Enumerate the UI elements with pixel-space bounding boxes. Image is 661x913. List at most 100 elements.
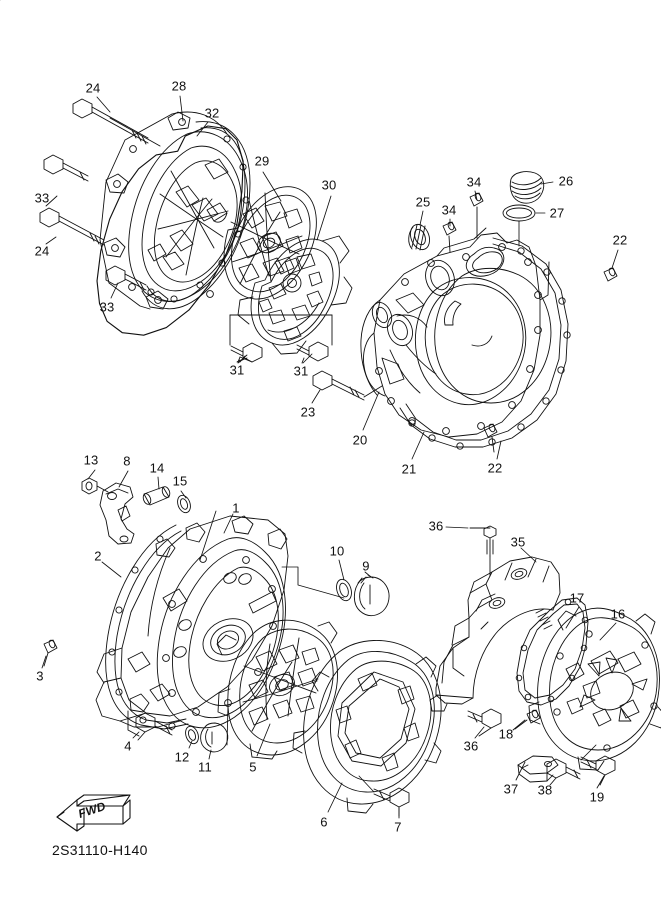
part-18-dowel	[514, 709, 541, 730]
part-38-bolt	[546, 758, 581, 786]
callout-number-18: 18	[498, 726, 514, 742]
part-9-cap	[353, 576, 390, 617]
part-6-fan-ring	[292, 640, 442, 814]
callout-number-36: 36	[463, 738, 479, 754]
callout-number-16: 16	[610, 606, 626, 622]
part-24-bolt-upper	[72, 98, 161, 147]
callout-number-34: 34	[441, 202, 457, 218]
part-34-dowel-left	[442, 221, 457, 253]
callout-number-31: 31	[229, 362, 245, 378]
part-31-bolts	[229, 314, 333, 364]
callout-number-12: 12	[174, 749, 190, 765]
callout-number-28: 28	[171, 78, 187, 94]
leader-lines-16-17	[565, 606, 617, 641]
leader-lines-31	[238, 353, 313, 364]
leader-line-30	[316, 195, 332, 241]
callout-number-32: 32	[204, 105, 220, 121]
callout-number-37: 37	[503, 781, 519, 797]
callout-number-10: 10	[329, 543, 345, 559]
leader-line-23	[311, 389, 321, 404]
callout-number-25: 25	[415, 194, 431, 210]
leader-lines-18-37-38-19	[512, 719, 605, 789]
callout-number-8: 8	[123, 453, 131, 469]
callout-number-22: 22	[487, 460, 503, 476]
callout-number-26: 26	[558, 173, 574, 189]
leader-lines-13-8-14-15	[87, 469, 187, 499]
part-24-bolt-lower	[39, 207, 105, 246]
callout-number-24: 24	[85, 80, 101, 96]
callout-number-20: 20	[352, 432, 368, 448]
part-28-clutch-cover-assembly	[96, 111, 251, 336]
callout-number-2: 2	[94, 548, 102, 564]
callout-number-24: 24	[34, 243, 50, 259]
leader-line-6	[327, 782, 343, 813]
part-3-dowel	[43, 639, 58, 667]
part-30-pressure-plate	[237, 235, 353, 355]
part-4-bolt	[127, 710, 173, 741]
part-36-bolt-upper	[469, 525, 497, 577]
diagram-code: 2S31110-H140	[52, 842, 148, 858]
fwd-orientation-marker: FWD	[48, 794, 134, 838]
leader-lines-group-b	[362, 249, 619, 460]
part-22-dowel-right	[603, 267, 618, 282]
callout-number-15: 15	[172, 473, 188, 489]
callout-number-27: 27	[549, 205, 565, 221]
leader-line-35	[520, 547, 537, 563]
part-26-filler-cap	[509, 171, 545, 204]
callout-number-13: 13	[83, 452, 99, 468]
fwd-arrow-icon	[56, 794, 131, 832]
fwd-label: FWD	[76, 799, 108, 821]
callout-number-31: 31	[293, 363, 309, 379]
part-16-fan-cover	[528, 607, 661, 771]
callout-number-11: 11	[198, 759, 212, 775]
callout-number-19: 19	[589, 789, 605, 805]
part-13-nut	[81, 477, 109, 495]
part-25-oil-seal	[408, 223, 431, 251]
part-33-bolt-lower	[105, 265, 147, 291]
part-15-oring	[177, 494, 191, 514]
callout-number-5: 5	[249, 759, 257, 775]
leader-lines-36	[445, 526, 485, 739]
part-11-cap	[200, 722, 229, 753]
part-27-oring	[502, 204, 536, 222]
part-37-clamp	[517, 755, 559, 783]
callout-number-6: 6	[320, 814, 328, 830]
part-22-dowel-bottom	[483, 423, 498, 453]
part-20-crankcase	[360, 227, 550, 438]
part-12-oring	[185, 725, 199, 745]
part-14-collar	[142, 486, 171, 506]
part-1-crankcase-cover	[0, 0, 289, 729]
leader-lines-group-c	[101, 510, 234, 578]
callout-number-17: 17	[569, 590, 585, 606]
callout-number-30: 30	[321, 177, 337, 193]
callout-number-4: 4	[124, 738, 132, 754]
part-35-air-shroud	[429, 556, 561, 712]
part-29-clutch-plate	[223, 186, 317, 300]
callout-number-36: 36	[428, 518, 444, 534]
leader-line-5	[256, 723, 271, 757]
callout-number-1: 1	[232, 500, 240, 516]
callout-number-22: 22	[612, 232, 628, 248]
leader-lines-9-10	[281, 559, 374, 599]
part-33-bolt-upper	[43, 154, 89, 182]
callout-number-33: 33	[99, 299, 115, 315]
part-8-bracket	[99, 482, 135, 545]
part-36-bolt-lower	[467, 708, 502, 737]
part-10-oring	[336, 578, 352, 602]
callout-number-33: 33	[34, 190, 50, 206]
leader-lines-34	[449, 190, 478, 227]
callout-number-14: 14	[149, 460, 165, 476]
part-23-bolt	[312, 370, 383, 401]
leader-line-7	[358, 775, 400, 819]
callout-number-21: 21	[401, 461, 417, 477]
callout-number-29: 29	[254, 153, 270, 169]
part-5-rotor	[216, 619, 338, 760]
leader-lines-group-a	[45, 95, 209, 299]
leader-line-25	[419, 210, 424, 226]
callout-number-38: 38	[537, 782, 553, 798]
part-21-gasket	[399, 237, 571, 450]
leader-lines-26-27	[518, 181, 554, 247]
callout-number-3: 3	[36, 668, 44, 684]
callout-number-34: 34	[466, 174, 482, 190]
